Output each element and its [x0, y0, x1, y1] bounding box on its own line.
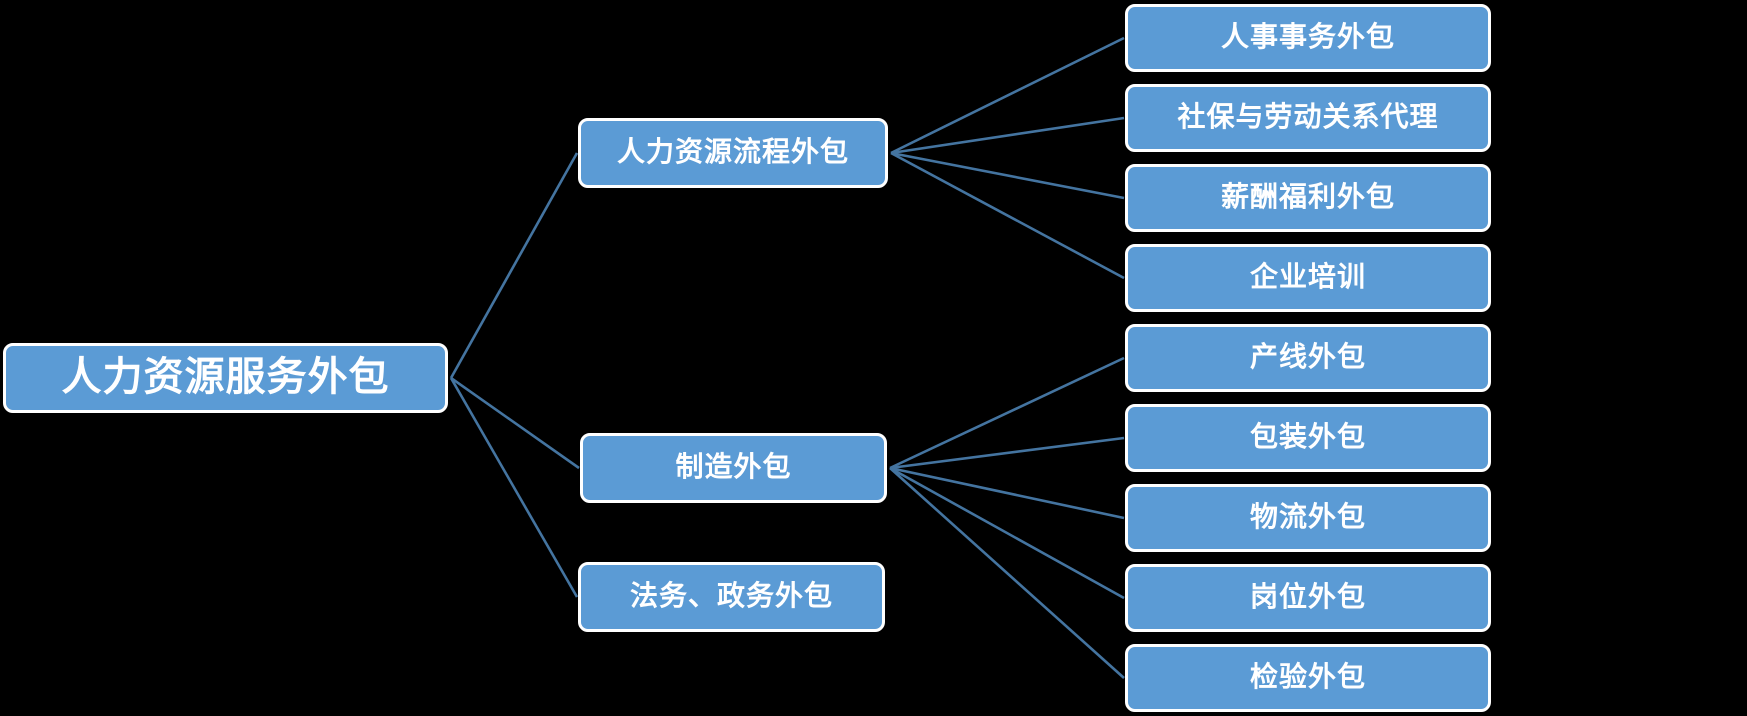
node-label: 检验外包 [1249, 661, 1366, 692]
edge-line [449, 377, 579, 598]
node-packaging-outsourcing: 包装外包 [1125, 404, 1491, 472]
node-social-security-labor-agency: 社保与劳动关系代理 [1125, 84, 1491, 152]
node-corporate-training: 企业培训 [1125, 244, 1491, 312]
node-label: 人事事务外包 [1220, 21, 1395, 52]
node-label: 岗位外包 [1249, 581, 1366, 612]
node-personnel-affairs-outsourcing: 人事事务外包 [1125, 4, 1491, 72]
node-label: 人力资源流程外包 [616, 136, 849, 167]
edge-line [889, 436, 1125, 470]
node-label: 产线外包 [1249, 341, 1366, 372]
node-label: 包装外包 [1249, 421, 1366, 452]
edge-line [889, 467, 1125, 679]
node-legal-government-outsourcing: 法务、政务外包 [578, 562, 885, 632]
edge-line [889, 466, 1125, 600]
node-label: 制造外包 [675, 451, 792, 482]
node-label: 薪酬福利外包 [1220, 181, 1395, 212]
node-label: 社保与劳动关系代理 [1177, 101, 1439, 132]
edge-line [889, 356, 1125, 470]
node-payroll-benefits-outsourcing: 薪酬福利外包 [1125, 164, 1491, 232]
edge-line [449, 152, 579, 379]
edge-line [889, 466, 1125, 520]
edge-line [890, 116, 1125, 155]
node-post-outsourcing: 岗位外包 [1125, 564, 1491, 632]
edge-line [890, 36, 1125, 155]
edge-line [450, 376, 580, 470]
node-label: 企业培训 [1249, 261, 1366, 292]
node-logistics-outsourcing: 物流外包 [1125, 484, 1491, 552]
node-label: 人力资源服务外包 [61, 355, 390, 399]
node-production-line-outsourcing: 产线外包 [1125, 324, 1491, 392]
node-root-hr-service-outsourcing: 人力资源服务外包 [3, 343, 448, 413]
edge-line [890, 151, 1125, 280]
node-manufacturing-outsourcing: 制造外包 [580, 433, 887, 503]
edge-line [890, 151, 1125, 200]
node-label: 法务、政务外包 [629, 580, 833, 611]
node-hr-process-outsourcing: 人力资源流程外包 [578, 118, 888, 188]
node-label: 物流外包 [1249, 501, 1366, 532]
node-inspection-outsourcing: 检验外包 [1125, 644, 1491, 712]
